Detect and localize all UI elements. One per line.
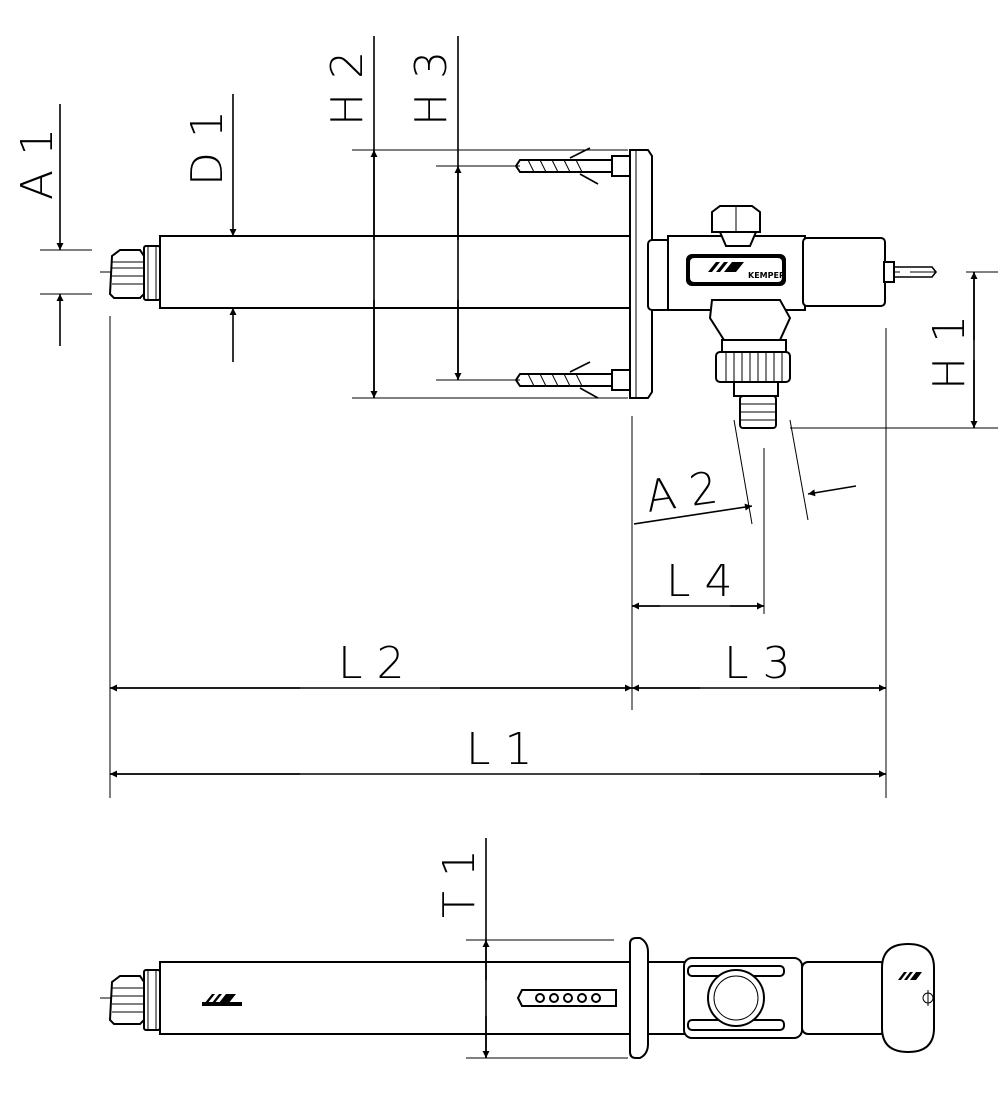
dimension-l3: L 3: [632, 638, 886, 692]
dimension-h1: H 1: [790, 271, 998, 429]
side-view: KEMPER A 1 D 1: [12, 36, 998, 798]
label-a2: A 2: [642, 462, 720, 523]
dimension-d1: D 1: [182, 94, 237, 362]
label-l2: L 2: [338, 638, 405, 689]
label-l3: L 3: [724, 638, 791, 689]
label-t1: T 1: [434, 849, 485, 918]
dimension-a2: A 2: [633, 419, 857, 525]
side-connector: [108, 245, 161, 301]
kemper-logo-text: KEMPER: [748, 271, 785, 280]
lower-wall-anchor: [514, 361, 633, 399]
valve-body: KEMPER: [647, 205, 938, 429]
top-flange: [629, 937, 649, 1059]
label-a1: A 1: [12, 128, 63, 200]
dimension-h3: H 3: [406, 36, 520, 381]
label-l4: L 4: [666, 556, 733, 607]
label-h2: H 2: [322, 51, 373, 126]
dimension-l4: L 4: [632, 448, 765, 614]
dimension-a1: A 1: [12, 104, 92, 346]
label-h1: H 1: [924, 315, 975, 390]
top-valve-body: [647, 942, 935, 1054]
dimension-l1: L 1: [110, 724, 886, 778]
label-h3: H 3: [406, 51, 457, 126]
handle-logo-icon: [898, 972, 922, 980]
side-pipe: [159, 235, 635, 309]
kemper-logo-icon: [708, 262, 744, 272]
dimension-t1: T 1: [434, 838, 628, 1059]
top-anchor: [516, 989, 617, 1007]
pipe-logo-icon: [202, 994, 242, 1006]
top-connector: [108, 969, 161, 1031]
dimension-l2: L 2: [110, 638, 632, 692]
top-view: T 1: [100, 838, 935, 1059]
upper-wall-anchor: [514, 147, 633, 185]
dimension-h2: H 2: [322, 36, 628, 399]
label-l1: L 1: [466, 724, 533, 775]
label-d1: D 1: [182, 110, 233, 186]
